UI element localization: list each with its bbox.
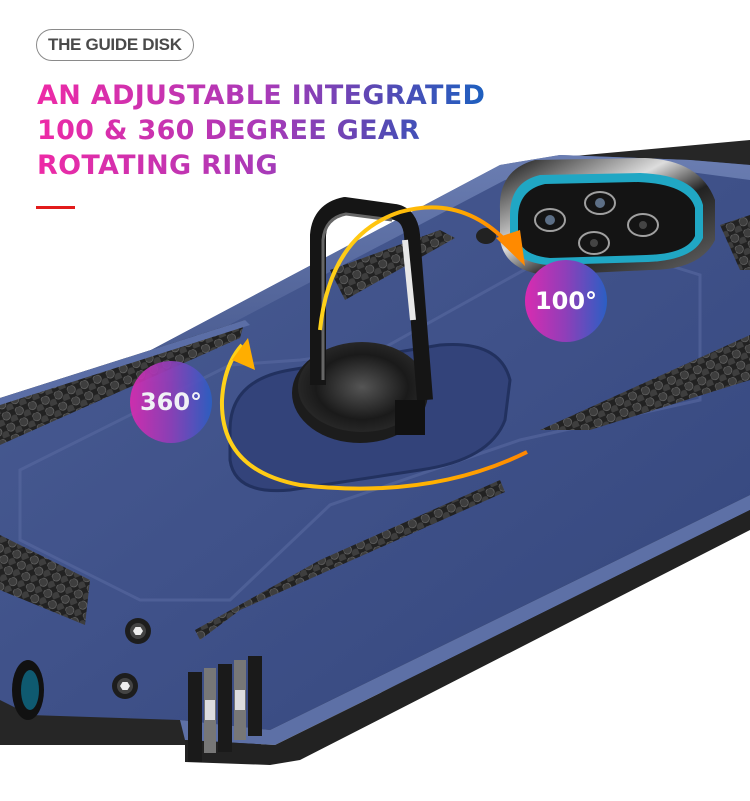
rotation-arrow-100 [318,205,525,331]
section-tag: THE GUIDE DISK [36,29,194,61]
screw-bottom [112,673,138,699]
headline-line-3: ROTATING RING [37,148,487,183]
screw-top [125,618,151,644]
rotation-arrow-360 [219,338,528,491]
ring-holder [228,197,512,493]
headline-line-2: 100 & 360 DEGREE GEAR [37,113,487,148]
camera-module [476,158,715,275]
side-buttons [188,656,262,762]
badge-360-degree: 360° [130,361,212,443]
headline-line-1: AN ADJUSTABLE INTEGRATED [37,80,486,111]
headline: AN ADJUSTABLE INTEGRATED 100 & 360 DEGRE… [37,78,487,183]
accent-divider [36,206,75,209]
badge-100-degree: 100° [525,260,607,342]
